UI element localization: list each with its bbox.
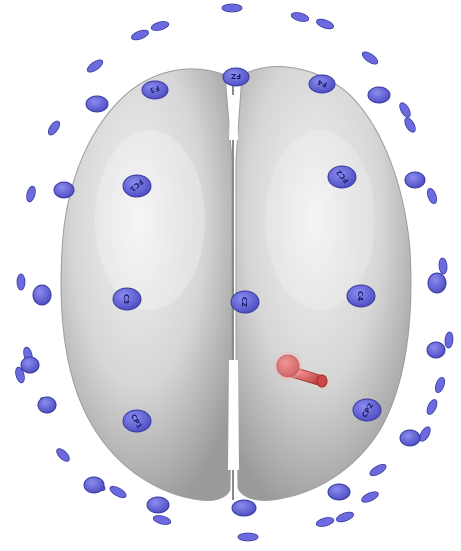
electrode-fz-label: FZ (231, 72, 241, 80)
outer-electrode (17, 274, 25, 290)
electrode-cz: CZ (231, 291, 259, 313)
electrode-cap (54, 182, 74, 198)
left-lobe-highlight (95, 130, 205, 310)
electrode-cap (33, 285, 51, 305)
electrode-c3-label: C3 (122, 294, 130, 304)
brain (61, 67, 411, 501)
electrode-c3: C3 (113, 288, 141, 310)
electrode-cz-label: CZ (240, 297, 248, 307)
outer-electrode (238, 533, 258, 541)
electrode-cap (428, 273, 446, 293)
electrode-fz: FZ (223, 68, 249, 86)
fissure-gap-bottom (228, 360, 239, 470)
electrode-cap (427, 342, 445, 358)
electrode-cap (147, 497, 169, 513)
electrode-cap (84, 477, 104, 493)
electrode-fc1: FC1 (123, 175, 151, 197)
marker-halo (274, 352, 302, 380)
right-lobe-highlight (265, 130, 375, 310)
electrode-cap (328, 484, 350, 500)
electrode-cap (400, 430, 420, 446)
electrode-cp2: CP2 (353, 399, 381, 421)
electrode-cap (368, 87, 390, 103)
electrode-f4: F4 (309, 75, 335, 93)
outer-electrode (222, 4, 242, 12)
electrode-cap (405, 172, 425, 188)
electrode-f3: F3 (142, 81, 168, 99)
electrode-c4-label: C4 (356, 291, 364, 301)
electrode-fc2: FC2 (328, 166, 356, 188)
fissure-gap-top (229, 95, 238, 140)
electrode-cap (86, 96, 108, 112)
marker-arrow-cap (317, 375, 327, 387)
electrode-cp1: CP1 (123, 410, 151, 432)
electrode-cap (38, 397, 56, 413)
electrode-c4: C4 (347, 285, 375, 307)
electrode-cap (232, 500, 256, 516)
electrode-cap (21, 357, 39, 373)
